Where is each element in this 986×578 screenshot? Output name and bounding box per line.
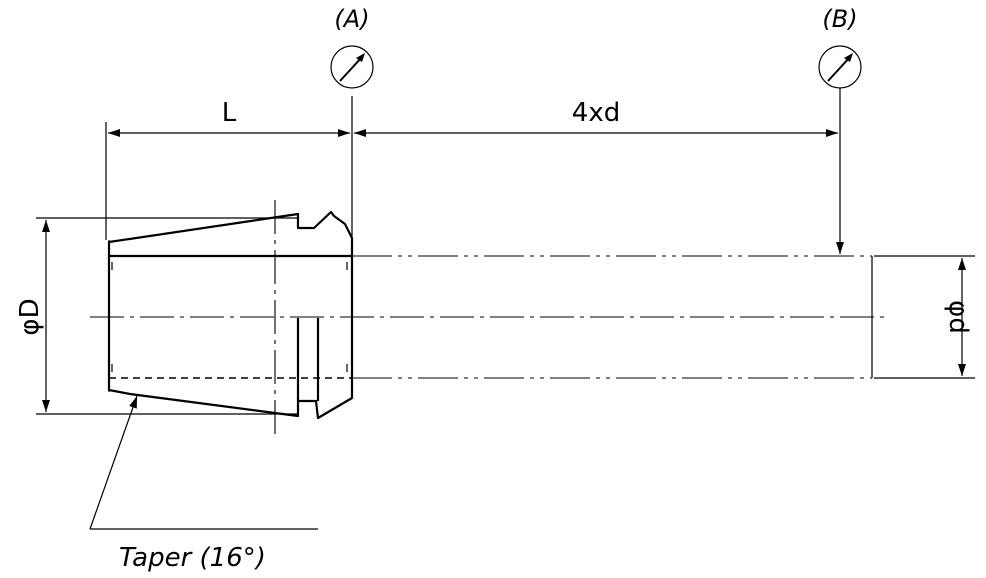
label-diameter-dsmall: φd (943, 300, 973, 334)
label-gauge-a: (A) (334, 5, 369, 33)
collet-outline (107, 210, 354, 420)
label-taper-note: Taper (16°) (119, 543, 266, 573)
label-4xd: 4xd (572, 98, 620, 128)
collet-body (107, 200, 354, 434)
label-gauge-b: (B) (822, 5, 857, 33)
label-l: L (222, 98, 237, 128)
gauge-a: (A) (330, 5, 374, 89)
label-diameter-d: φD (15, 298, 45, 335)
taper-leader (89, 395, 138, 530)
dial-indicator-icon (330, 45, 374, 89)
dial-indicator-icon (818, 45, 862, 89)
gauge-b: (B) (818, 5, 862, 254)
